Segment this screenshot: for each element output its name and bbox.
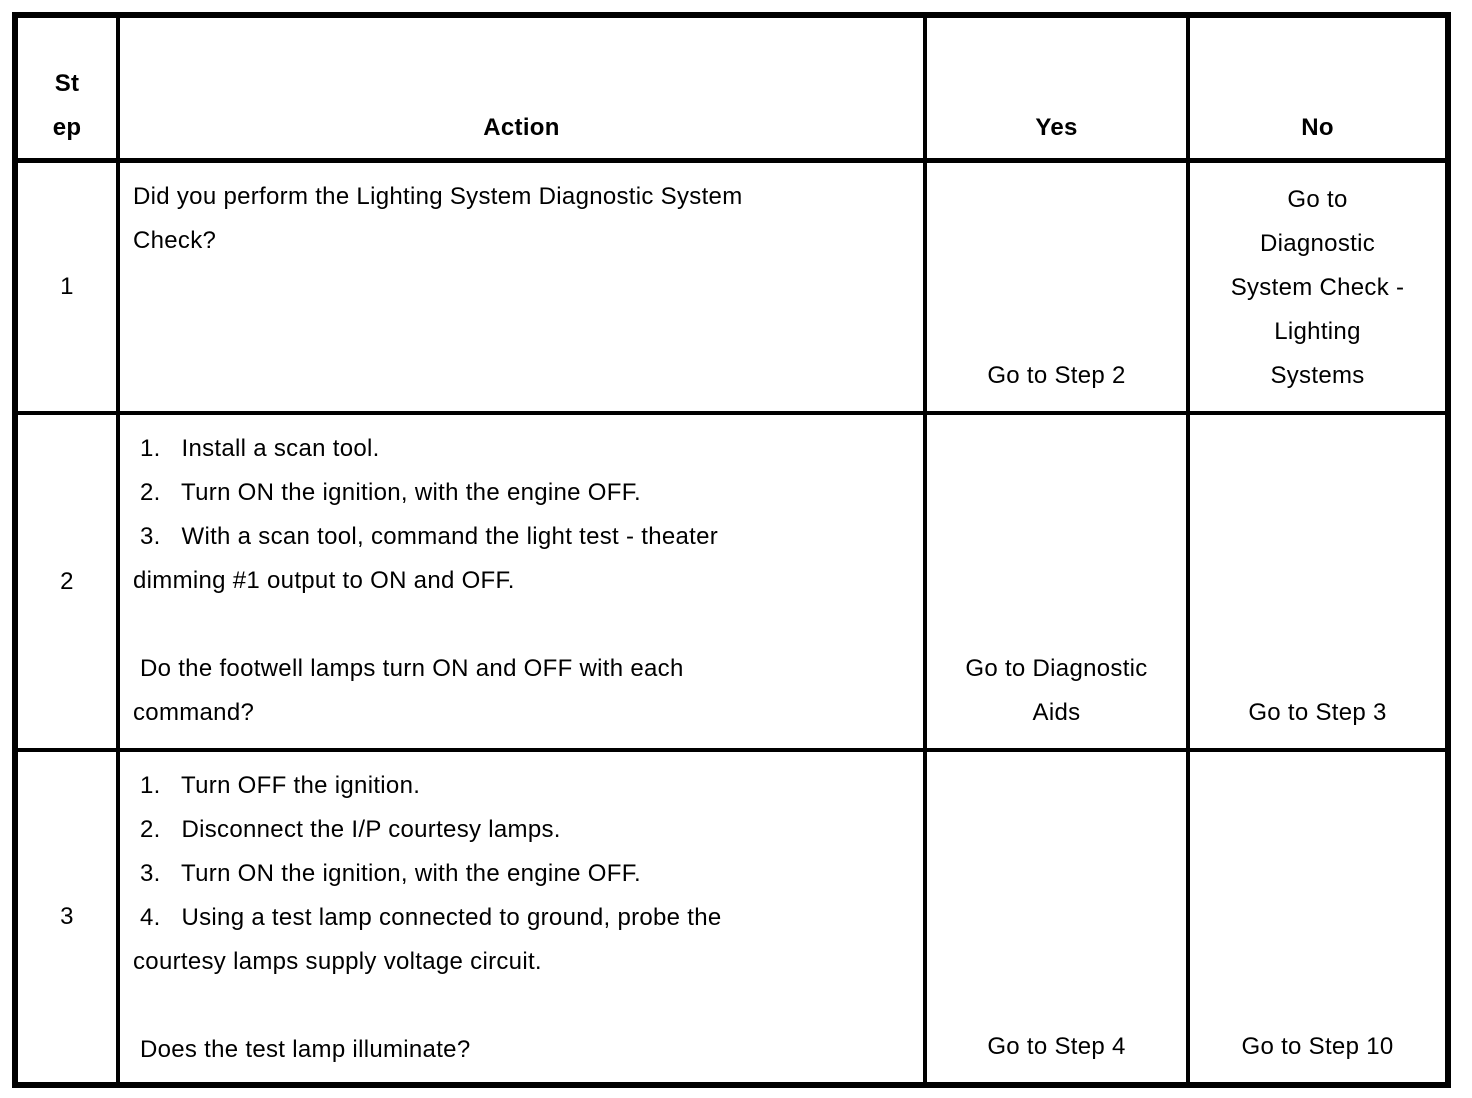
no-result: Go to Step 3 [1186, 411, 1450, 752]
step-number: 2 [13, 411, 120, 752]
yes-result: Go to Step 2 [923, 158, 1190, 415]
header-action: Action [116, 13, 927, 163]
no-result: Go to Step 10 [1186, 748, 1450, 1087]
header-no: No [1186, 13, 1450, 163]
action-text: Did you perform the Lighting System Diag… [116, 158, 927, 415]
step-number: 3 [13, 748, 120, 1087]
action-text: 1. Turn OFF the ignition. 2. Disconnect … [116, 748, 927, 1087]
yes-result: Go to Step 4 [923, 748, 1190, 1087]
header-step: St ep [13, 13, 120, 163]
header-yes: Yes [923, 13, 1190, 163]
table-row-step-2: 2 1. Install a scan tool. 2. Turn ON the… [13, 411, 1450, 752]
diagnostic-steps-table: St ep Action Yes No 1 Did you perform th… [12, 12, 1451, 1088]
header-row: St ep Action Yes No [13, 13, 1450, 163]
no-result: Go to Diagnostic System Check - Lighting… [1186, 158, 1450, 415]
action-text: 1. Install a scan tool. 2. Turn ON the i… [116, 411, 927, 752]
yes-result: Go to Diagnostic Aids [923, 411, 1190, 752]
table-row-step-3: 3 1. Turn OFF the ignition. 2. Disconnec… [13, 748, 1450, 1087]
table-row-step-1: 1 Did you perform the Lighting System Di… [13, 158, 1450, 415]
step-number: 1 [13, 158, 120, 415]
